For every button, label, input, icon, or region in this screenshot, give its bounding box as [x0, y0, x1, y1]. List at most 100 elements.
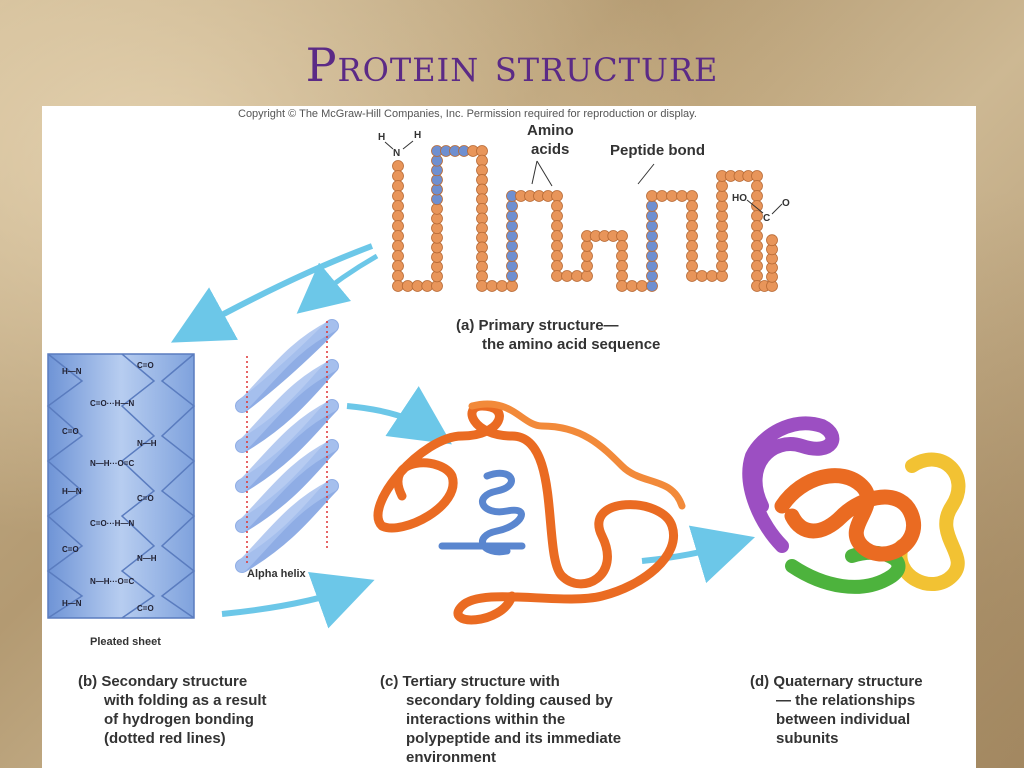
amino-acid-bead	[581, 250, 593, 262]
amino-acid-bead	[616, 280, 628, 292]
amino-acid-bead	[686, 220, 698, 232]
amino-acid-bead-blue	[646, 250, 658, 262]
amino-acid-bead-blue	[506, 270, 518, 282]
amino-acid-bead	[392, 230, 404, 242]
amino-acid-bead	[716, 270, 728, 282]
amino-acid-bead	[392, 160, 404, 172]
amino-acid-bead	[751, 200, 763, 212]
amino-acid-bead	[716, 240, 728, 252]
amino-acid-bead-blue	[506, 260, 518, 272]
amino-acid-bead	[751, 180, 763, 192]
svg-text:C: C	[763, 213, 770, 224]
amino-acid-bead	[686, 270, 698, 282]
amino-acid-bead	[392, 250, 404, 262]
svg-text:H—N: H—N	[62, 599, 82, 608]
amino-acid-bead	[616, 230, 628, 242]
svg-text:C=O: C=O	[137, 361, 154, 370]
alpha-helix	[235, 319, 339, 573]
amino-acid-bead	[716, 230, 728, 242]
tertiary-structure-caption: (c) Tertiary structure with secondary fo…	[380, 673, 622, 766]
amino-acid-bead-blue	[646, 230, 658, 242]
slide-title: Protein structure	[305, 38, 719, 92]
amino-acid-bead	[716, 180, 728, 192]
amino-acid-bead	[716, 200, 728, 212]
amino-acid-bead	[616, 260, 628, 272]
amino-acid-bead	[646, 190, 658, 202]
amino-acid-bead-blue	[646, 240, 658, 252]
amino-acid-bead	[616, 250, 628, 262]
amino-acid-bead	[686, 250, 698, 262]
amino-acid-bead	[616, 240, 628, 252]
svg-text:H—N: H—N	[62, 367, 82, 376]
svg-text:C=O: C=O	[137, 494, 154, 503]
amino-acid-bead	[392, 180, 404, 192]
primary-structure-caption: (a) Primary structure— the amino acid se…	[456, 317, 661, 353]
amino-acid-bead	[581, 270, 593, 282]
amino-acid-bead	[551, 250, 563, 262]
svg-text:N—H···O=C: N—H···O=C	[90, 577, 134, 586]
amino-acid-bead	[676, 190, 688, 202]
amino-acid-bead	[581, 260, 593, 272]
amino-acid-bead	[486, 280, 498, 292]
amino-acid-bead	[706, 270, 718, 282]
amino-acid-bead-blue	[646, 260, 658, 272]
svg-text:H: H	[414, 130, 421, 141]
svg-text:C=O: C=O	[62, 427, 79, 436]
amino-acid-bead-blue	[506, 220, 518, 232]
svg-text:C=O: C=O	[62, 545, 79, 554]
svg-text:O: O	[782, 198, 790, 209]
amino-acid-bead	[392, 210, 404, 222]
diagram-panel: Copyright © The McGraw-Hill Companies, I…	[42, 106, 976, 768]
amino-acid-bead-blue	[506, 250, 518, 262]
amino-acid-bead	[716, 220, 728, 232]
amino-acid-bead-blue	[506, 200, 518, 212]
amino-acid-bead-blue	[646, 280, 658, 292]
amino-acid-bead	[551, 200, 563, 212]
amino-acid-bead-blue	[506, 210, 518, 222]
protein-structure-illustration: H H N HO C O H—NC=O C=O···H—N C=O	[46, 130, 966, 629]
amino-acid-bead	[551, 270, 563, 282]
pleated-sheet-label: Pleated sheet	[90, 636, 161, 648]
amino-acid-bead	[686, 230, 698, 242]
svg-text:N—H: N—H	[137, 439, 157, 448]
amino-acid-bead	[666, 190, 678, 202]
amino-acid-bead-blue	[506, 230, 518, 242]
amino-acid-bead	[696, 270, 708, 282]
secondary-structure-caption: (b) Secondary structure with folding as …	[78, 673, 267, 747]
amino-acid-bead	[686, 210, 698, 222]
amino-acid-bead	[716, 250, 728, 262]
amino-acid-bead	[766, 234, 778, 247]
amino-acid-bead	[392, 270, 404, 282]
svg-text:H: H	[378, 132, 385, 143]
amino-acid-bead	[551, 230, 563, 242]
amino-acid-bead	[551, 190, 563, 202]
amino-acid-bead	[751, 240, 763, 252]
amino-acid-bead	[751, 270, 763, 282]
amino-acid-bead	[686, 260, 698, 272]
amino-acid-bead	[392, 240, 404, 252]
amino-acid-chain	[392, 145, 778, 292]
amino-acid-bead	[392, 260, 404, 272]
amino-acid-bead	[561, 270, 573, 282]
amino-acid-bead	[581, 240, 593, 252]
amino-acids-label: Amino acids	[527, 122, 574, 158]
amino-acid-bead	[751, 210, 763, 222]
amino-acid-bead	[656, 190, 668, 202]
alpha-helix-label: Alpha helix	[247, 568, 306, 580]
amino-acid-bead	[506, 280, 518, 292]
amino-acid-bead	[751, 170, 763, 182]
amino-acid-bead	[616, 270, 628, 282]
svg-text:C=O···H—N: C=O···H—N	[90, 399, 134, 408]
amino-acid-bead	[551, 210, 563, 222]
amino-acid-bead-blue	[646, 270, 658, 282]
amino-acid-bead	[551, 240, 563, 252]
svg-text:C=O: C=O	[137, 604, 154, 613]
amino-acid-bead	[392, 170, 404, 182]
amino-acid-bead	[716, 190, 728, 202]
svg-text:N—H: N—H	[137, 554, 157, 563]
amino-acid-bead	[496, 280, 508, 292]
svg-text:N: N	[393, 148, 400, 159]
amino-acid-bead	[636, 280, 648, 292]
peptide-bond-label: Peptide bond	[610, 142, 705, 159]
amino-acid-bead	[716, 210, 728, 222]
